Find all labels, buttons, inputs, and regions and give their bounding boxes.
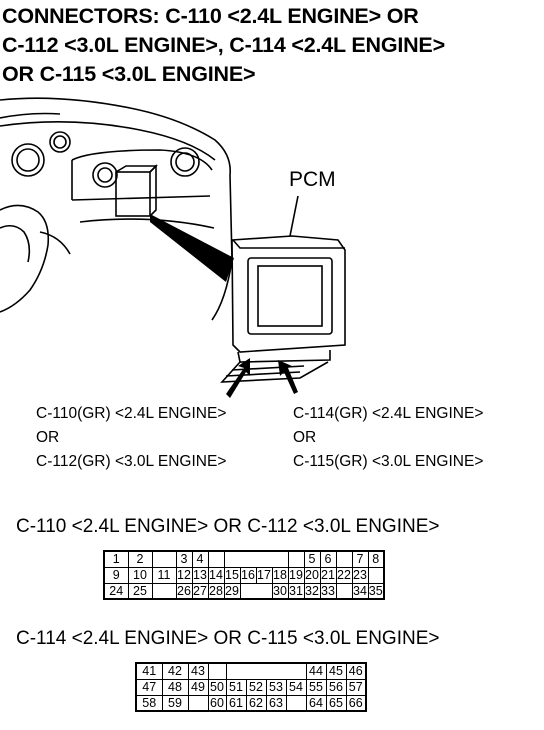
pin-cell: 17: [255, 566, 273, 584]
right-connector-label-1: C-114(GR) <2.4L ENGINE>: [293, 405, 484, 422]
pin-cell: 7: [351, 550, 369, 568]
pin-cell: 56: [325, 678, 347, 696]
pin-cell: 64: [305, 694, 327, 712]
pin-cell: 10: [127, 566, 153, 584]
pin-cell: 14: [207, 566, 225, 584]
pin-cell: 62: [245, 694, 267, 712]
pin-cell: 27: [191, 582, 209, 600]
pin-cell: 61: [225, 694, 247, 712]
pin-cell: 51: [225, 678, 247, 696]
pin-cell: 59: [161, 694, 189, 712]
pin-cell: 63: [265, 694, 287, 712]
pin-cell: 32: [303, 582, 321, 600]
pin-cell: 9: [103, 566, 129, 584]
title-line-2: C-112 <3.0L ENGINE>, C-114 <2.4L ENGINE>: [2, 33, 445, 57]
pin-cell: 60: [207, 694, 227, 712]
pin-cell: 21: [319, 566, 337, 584]
pin-cell: [367, 566, 385, 584]
connector2-pin-table: 41 42 43 44 45 46 47 48 49 50 51 52 53 5…: [135, 662, 367, 712]
pin-cell: 35: [367, 582, 385, 600]
pin-cell: 34: [351, 582, 369, 600]
pin-cell: 65: [325, 694, 347, 712]
pin-cell: 55: [305, 678, 327, 696]
right-connector-label-2: C-115(GR) <3.0L ENGINE>: [293, 453, 484, 470]
pin-cell: 66: [345, 694, 367, 712]
pin-cell: 23: [351, 566, 369, 584]
pin-cell: 47: [135, 678, 163, 696]
blank-cell: [225, 662, 307, 680]
pin-cell: 33: [319, 582, 337, 600]
dashboard-pcm-illustration: [0, 97, 346, 398]
pin-cell: 22: [335, 566, 353, 584]
pin-cell: 50: [207, 678, 227, 696]
pin-cell: 16: [239, 566, 257, 584]
pin-cell: 54: [285, 678, 307, 696]
pin-cell: 41: [135, 662, 163, 680]
pin-cell: 8: [367, 550, 385, 568]
pin-cell: 19: [287, 566, 305, 584]
pin-cell: 44: [305, 662, 327, 680]
connector1-heading: C-110 <2.4L ENGINE> OR C-112 <3.0L ENGIN…: [16, 516, 440, 537]
pin-cell: 26: [175, 582, 193, 600]
pin-cell: 29: [223, 582, 241, 600]
connector2-heading: C-114 <2.4L ENGINE> OR C-115 <3.0L ENGIN…: [16, 628, 440, 649]
title-line-1: CONNECTORS: C-110 <2.4L ENGINE> OR: [2, 4, 419, 28]
pin-cell: 25: [127, 582, 153, 600]
pin-cell: 24: [103, 582, 129, 600]
pin-cell: 53: [265, 678, 287, 696]
pin-cell: 3: [175, 550, 193, 568]
pin-cell: 48: [161, 678, 189, 696]
left-connector-label-2: C-112(GR) <3.0L ENGINE>: [36, 453, 227, 470]
pin-cell: 28: [207, 582, 225, 600]
pin-cell: 15: [223, 566, 241, 584]
pin-cell: 31: [287, 582, 305, 600]
left-connector-label-or: OR: [36, 429, 60, 446]
pin-cell: 57: [345, 678, 367, 696]
connector1-pin-table: 1 2 3 4 5 6 7 8 9 10 11 12 13 14 15 16 1…: [103, 550, 385, 600]
pin-cell: 30: [271, 582, 289, 600]
pin-cell: 18: [271, 566, 289, 584]
pin-cell: 13: [191, 566, 209, 584]
left-connector-label-1: C-110(GR) <2.4L ENGINE>: [36, 405, 227, 422]
pin-cell: 2: [127, 550, 153, 568]
pin-cell: 12: [175, 566, 193, 584]
pin-cell: 1: [103, 550, 129, 568]
pin-cell: 49: [187, 678, 209, 696]
pin-cell: 46: [345, 662, 367, 680]
pin-cell: 52: [245, 678, 267, 696]
pin-cell: 45: [325, 662, 347, 680]
pin-cell: 43: [187, 662, 209, 680]
page-title: CONNECTORS: C-110 <2.4L ENGINE> OR C-112…: [2, 2, 542, 89]
blank-cell: [223, 550, 289, 568]
right-connector-label-or: OR: [293, 429, 317, 446]
pin-cell: 11: [151, 566, 177, 584]
pin-cell: 6: [319, 550, 337, 568]
pcm-label: PCM: [289, 168, 336, 191]
pin-cell: 20: [303, 566, 321, 584]
pin-cell: 42: [161, 662, 189, 680]
title-line-3: OR C-115 <3.0L ENGINE>: [2, 62, 256, 86]
pin-cell: 4: [191, 550, 209, 568]
pin-cell: 58: [135, 694, 163, 712]
pin-cell: 5: [303, 550, 321, 568]
